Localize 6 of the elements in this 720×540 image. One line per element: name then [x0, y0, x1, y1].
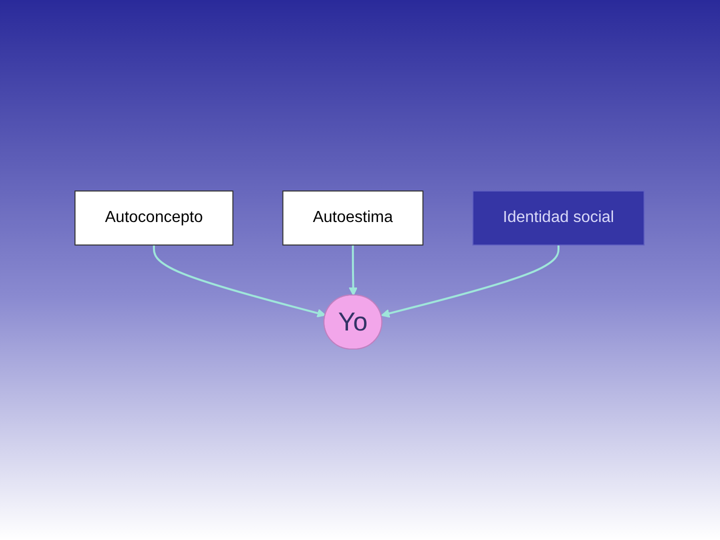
- arrow: [153, 245, 326, 318]
- node-box: Autoconcepto: [74, 190, 234, 246]
- arrow: [381, 245, 560, 318]
- arrow: [349, 245, 358, 296]
- node-box: Identidad social: [472, 190, 646, 246]
- node-box: Autoestima: [282, 190, 424, 246]
